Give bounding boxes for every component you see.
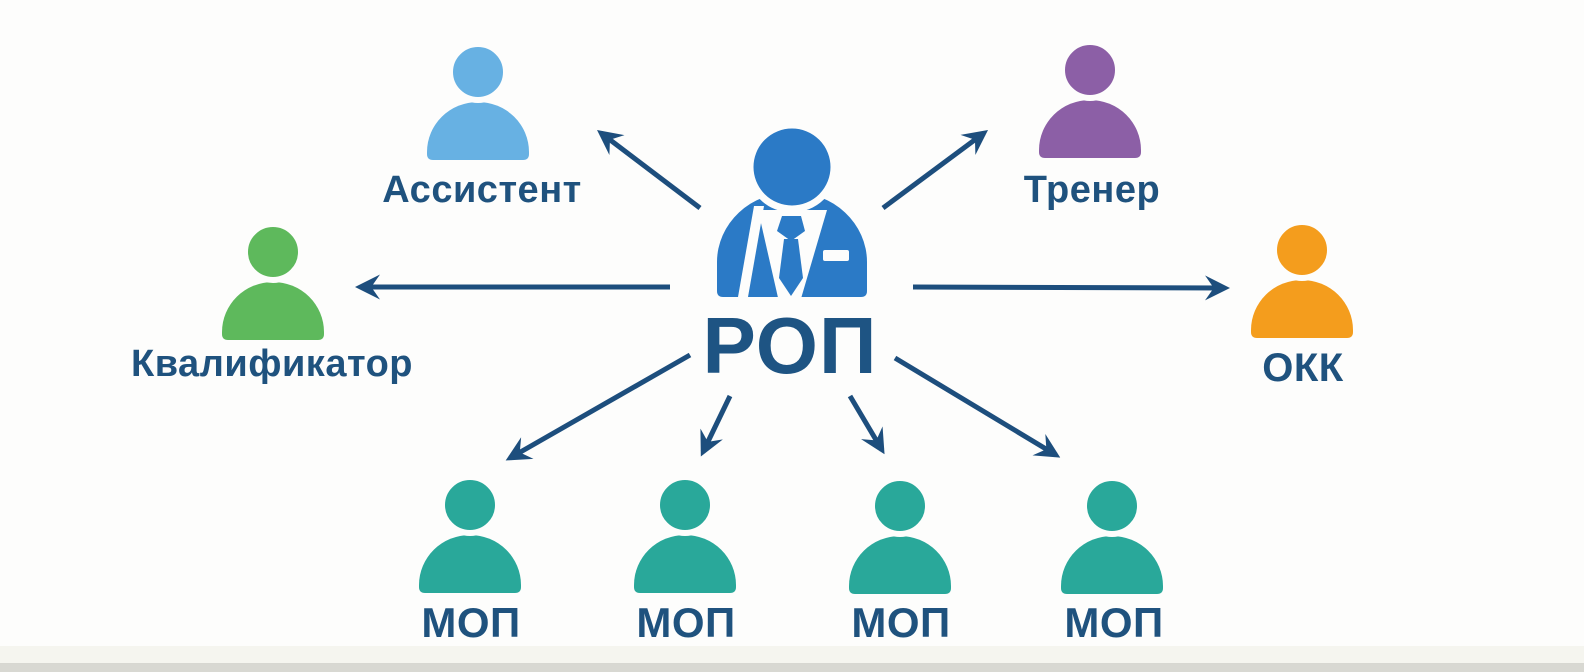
assistant-label: Ассистент	[382, 169, 582, 211]
mop-3-person-icon	[849, 478, 951, 594]
arrow-to-mop-1	[505, 352, 692, 461]
mop-1-label: МОП	[421, 599, 521, 646]
arrows	[355, 129, 1230, 461]
rop-label: РОП	[702, 301, 878, 390]
rop-businessman-icon	[717, 121, 867, 302]
rop-tie-blade	[779, 239, 803, 296]
arrow-to-mop-2	[700, 394, 733, 457]
mop-2-person-icon	[634, 477, 736, 593]
mop-2-label: МОП	[636, 599, 736, 646]
trainer-person-icon	[1039, 42, 1141, 158]
qualifier-person-icon	[222, 224, 324, 340]
mop-1-person-icon	[419, 477, 521, 593]
rop-lapel-slash	[738, 206, 764, 297]
assistant-person-icon	[427, 44, 529, 160]
rop-head	[746, 121, 838, 213]
bottom-strip	[0, 663, 1584, 672]
arrow-to-assistant	[597, 129, 702, 210]
arrow-to-mop-3	[847, 394, 885, 455]
arrow-to-okk	[912, 275, 1230, 301]
mop-4-label: МОП	[1064, 599, 1164, 646]
mop-3-label: МОП	[851, 599, 951, 646]
bottom-tint	[0, 646, 1584, 664]
rop-pocket-square	[823, 250, 849, 261]
rop-tie-knot	[777, 216, 805, 241]
arrow-to-trainer	[881, 130, 989, 211]
qualifier-label: Квалификатор	[131, 343, 413, 385]
arrow-to-mop-4	[893, 355, 1061, 458]
okk-person-icon	[1251, 222, 1353, 338]
mop-4-person-icon	[1061, 478, 1163, 594]
okk-label: ОКК	[1262, 346, 1344, 390]
trainer-label: Тренер	[1023, 169, 1161, 211]
